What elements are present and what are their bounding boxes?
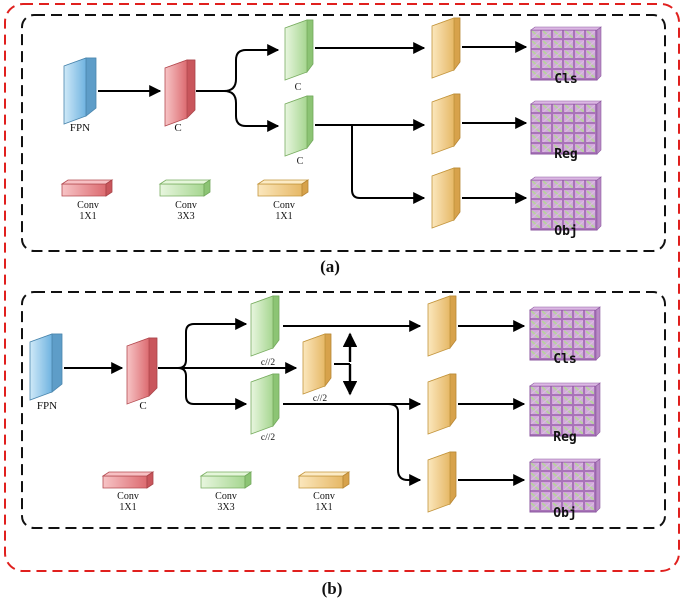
panel-b-legend-red-block [102,471,154,489]
panel-b-reg-grid [529,382,601,437]
panel-b-fpn-block [29,333,63,401]
panel-b-border [21,291,666,529]
panel-b-legend-green-line1: Conv [215,491,237,502]
panel-b-arrow-stem-to-top [158,318,248,369]
panel-a-legend-green-line1: Conv [175,200,197,211]
panel-b-branch-top-label: c//2 [261,358,275,368]
panel-b-legend-green-block [200,471,252,489]
panel-a: FPN C C C Cls Reg Obj Conv 1X1 Conv 3X3 [21,14,666,252]
panel-a-fpn-label: FPN [70,122,90,134]
panel-b-arrow-stem-to-bottom [158,367,248,410]
panel-a-stem-block [164,59,196,127]
panel-b-output-reg: Reg [553,430,576,445]
panel-b-branch-bottom-block [250,373,280,435]
panel-a-fpn-block [63,57,97,125]
panel-b-legend-yellow-line2: 1X1 [315,502,332,513]
panel-b-legend-red-line1: Conv [117,491,139,502]
panel-a-branch-top-label: C [295,82,302,93]
panel-a-border [21,14,666,252]
panel-a-legend-red-line2: 1X1 [79,211,96,222]
panel-a-obj-grid [530,176,602,231]
panel-b-stem-block [126,337,158,405]
panel-a-legend-yellow-block [257,179,309,197]
panel-a-caption: (a) [320,257,340,276]
panel-a-stem-label: C [174,122,181,134]
panel-b: FPN C c//2 c//2 c//2 Cls Reg Ob [21,291,666,529]
panel-b-fpn-label: FPN [37,400,57,412]
panel-a-obj-conv-block [431,167,461,229]
panel-a-arrow-stem-to-top [196,44,280,92]
panel-a-legend-green-block [159,179,211,197]
panel-b-branch-bottom-label: c//2 [261,433,275,443]
panel-a-legend-red-block [61,179,113,197]
panel-a-branch-top-block [284,19,314,81]
panel-a-legend-yellow-line2: 1X1 [275,211,292,222]
panel-a-reg-conv-block [431,93,461,155]
panel-b-legend-yellow-line1: Conv [313,491,335,502]
panel-b-output-obj: Obj [553,506,576,521]
panel-b-branch-top-block [250,295,280,357]
panel-a-branch-bottom-label: C [297,156,304,167]
panel-b-legend-yellow-block [298,471,350,489]
panel-a-output-obj: Obj [554,224,577,239]
panel-a-legend-yellow-line1: Conv [273,200,295,211]
panel-b-legend-red-line2: 1X1 [119,502,136,513]
panel-a-output-cls: Cls [554,72,577,87]
panel-a-legend-green-line2: 3X3 [177,211,194,222]
panel-b-branch-mid-label: c//2 [313,394,327,404]
panel-a-arrow-stem-to-bottom [196,90,280,132]
panel-b-arrow-bottom-to-obj [283,403,422,486]
panel-a-arrow-bottom-to-obj [351,125,426,204]
panel-b-branch-mid-block [302,333,332,395]
panel-b-obj-conv-block [427,451,457,513]
panel-b-obj-grid [529,458,601,513]
panel-a-branch-bottom-block [284,95,314,157]
panel-b-stem-label: C [139,400,146,412]
panel-b-reg-conv-block [427,373,457,435]
panel-b-output-cls: Cls [553,352,576,367]
panel-b-cls-conv-block [427,295,457,357]
panel-a-output-reg: Reg [554,147,577,162]
outer-dashed-border [4,3,680,572]
panel-b-legend-green-line2: 3X3 [217,502,234,513]
panel-b-caption: (b) [322,579,343,598]
panel-a-legend-red-line1: Conv [77,200,99,211]
panel-a-cls-conv-block [431,17,461,79]
